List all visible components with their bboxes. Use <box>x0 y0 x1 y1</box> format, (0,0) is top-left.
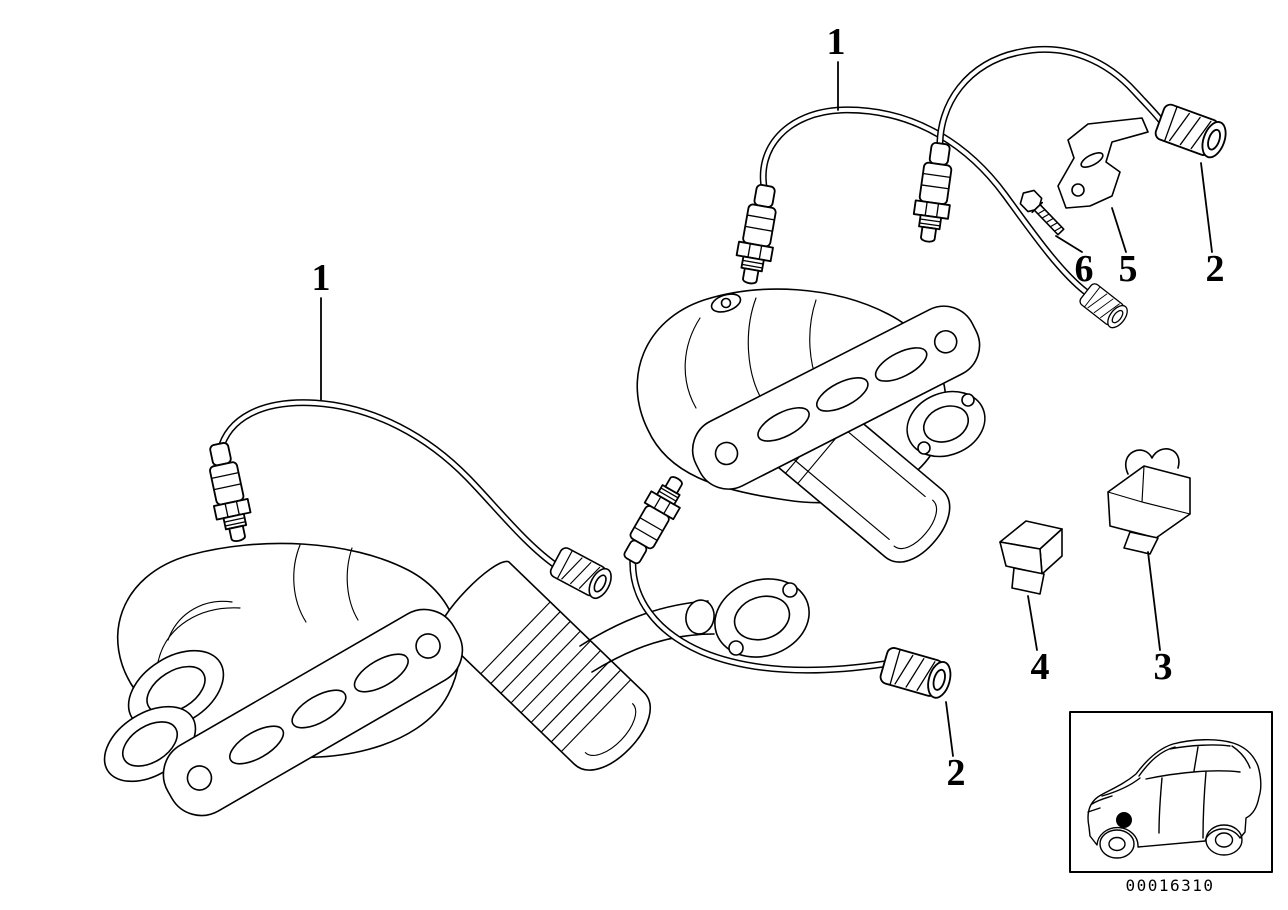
car-location-box <box>1069 711 1273 873</box>
car-icon <box>1087 739 1262 859</box>
lambda-sensor-front-left <box>200 439 257 546</box>
connector-plug-bottom <box>878 645 956 702</box>
callout-6[interactable]: 6 <box>1075 248 1094 290</box>
callout-3[interactable]: 3 <box>1154 646 1173 688</box>
callout-2-top-right[interactable]: 2 <box>1206 248 1225 290</box>
connector-plug-front-left <box>547 545 617 603</box>
lambda-sensor-rear-right <box>909 140 960 245</box>
front-flange-bar <box>162 608 464 817</box>
manifold-front-assembly <box>103 542 810 817</box>
diagram-number: 00016310 <box>1125 876 1214 895</box>
connector-plug-top-right <box>1152 101 1231 162</box>
front-downpipe-flange <box>579 578 810 673</box>
cable-holder-large <box>1107 448 1191 555</box>
cable-holder-small <box>999 520 1063 595</box>
cable-bracket <box>1057 117 1149 209</box>
lambda-sensor-front-mid <box>615 469 693 570</box>
bracket-screw <box>1019 189 1065 236</box>
sensor-cable-front-left <box>216 399 562 571</box>
rear-flange-bar <box>691 305 981 490</box>
callout-1-left[interactable]: 1 <box>312 257 331 299</box>
sensor-cable-rear-left <box>759 106 1090 296</box>
car-thumbnail-frame <box>1069 711 1273 873</box>
callout-2-bottom[interactable]: 2 <box>947 752 966 794</box>
callout-leader-lines <box>320 61 1213 757</box>
callout-5[interactable]: 5 <box>1119 248 1138 290</box>
location-marker-dot <box>1116 812 1132 828</box>
front-catalytic-converter <box>438 560 652 771</box>
sensor-cable-rear-right <box>936 45 1166 154</box>
lambda-sensor-rear-left <box>731 181 785 288</box>
callout-4[interactable]: 4 <box>1031 646 1050 688</box>
rear-downpipe-flange <box>906 390 986 458</box>
callout-1-top[interactable]: 1 <box>827 21 846 63</box>
manifold-rear-assembly <box>636 288 986 563</box>
sensor-cable-front-mid <box>629 552 888 674</box>
